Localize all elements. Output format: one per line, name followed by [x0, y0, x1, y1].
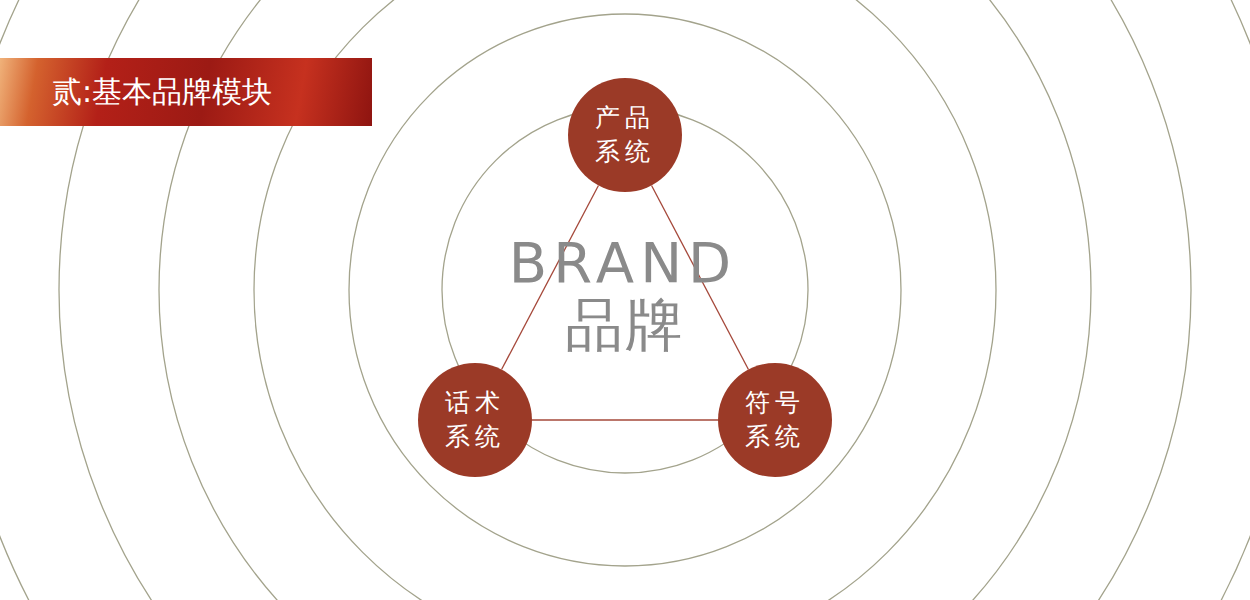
circle-shape [418, 363, 532, 477]
module-label: 产品 系统 [590, 101, 660, 169]
module-label: 话术 系统 [440, 386, 510, 454]
module-circle: 产品 系统 [568, 78, 682, 192]
circle-shape [568, 78, 682, 192]
brand-label: BRAND [509, 228, 737, 298]
module-label: 符号 系统 [740, 386, 810, 454]
module-circle: 话术 系统 [418, 363, 532, 477]
connector-line [532, 420, 718, 421]
circle-shape [718, 363, 832, 477]
brand-label: 品牌 [565, 292, 685, 358]
module-circle: 符号 系统 [718, 363, 832, 477]
section-title: 贰:基本品牌模块 [52, 72, 272, 112]
